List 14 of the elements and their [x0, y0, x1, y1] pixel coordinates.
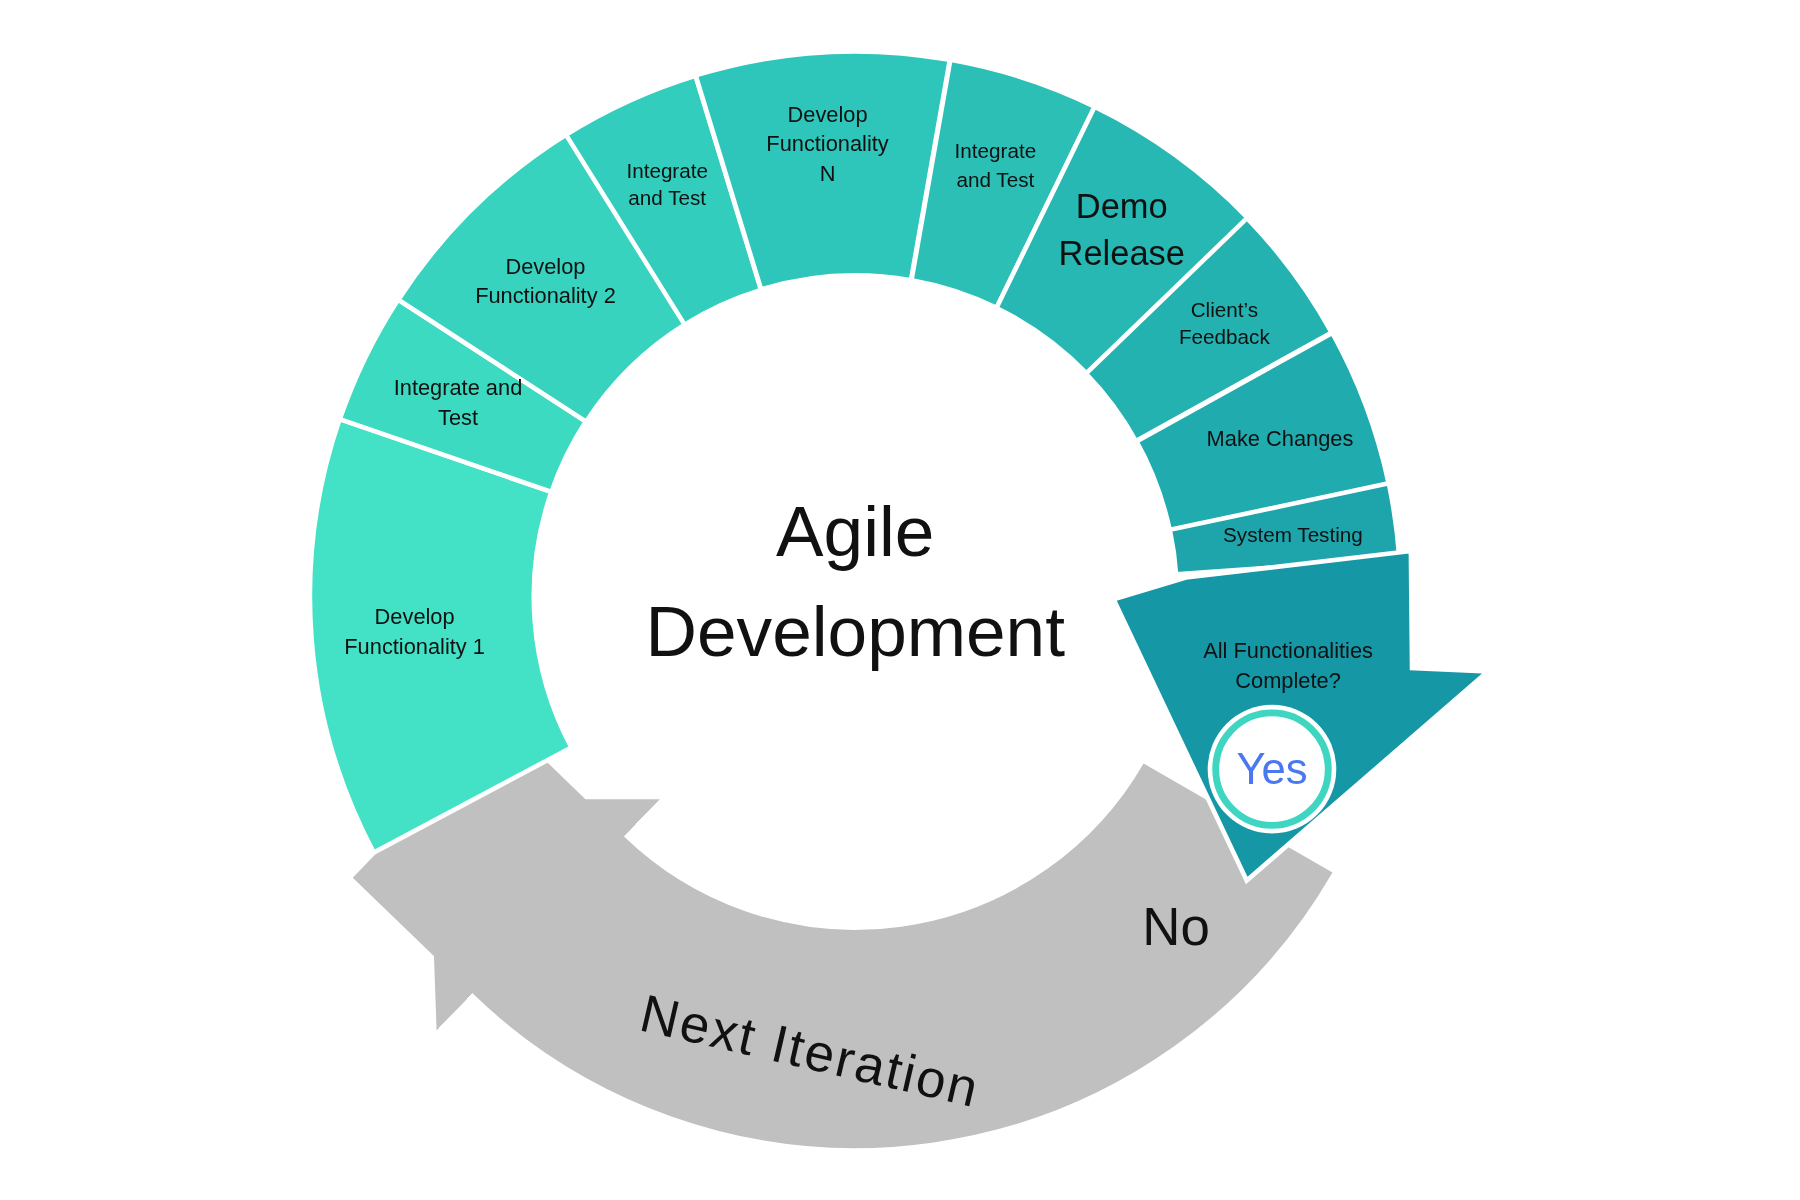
- segment-label: Integrate and Test: [625, 157, 709, 212]
- segment-label: Develop Functionality 2: [474, 253, 617, 311]
- center-title: Agile Development: [644, 490, 1066, 673]
- segment-label: Integrate and Test: [392, 375, 524, 432]
- edge-label: Next Iteration: [634, 981, 986, 1120]
- segment-label: Make Changes: [1205, 424, 1355, 453]
- question-text: All Functionalities Complete?: [1202, 637, 1374, 695]
- segment-label: Demo Release: [1057, 186, 1186, 274]
- answer-text: No: [1142, 895, 1210, 958]
- segment-label: Develop Functionality 1: [343, 603, 486, 661]
- segment-label: Develop Functionality N: [765, 101, 890, 188]
- segment-label: System Testing: [1222, 522, 1364, 549]
- segment-label: Client’s Feedback: [1178, 297, 1271, 352]
- segment-label: Integrate and Test: [953, 139, 1038, 193]
